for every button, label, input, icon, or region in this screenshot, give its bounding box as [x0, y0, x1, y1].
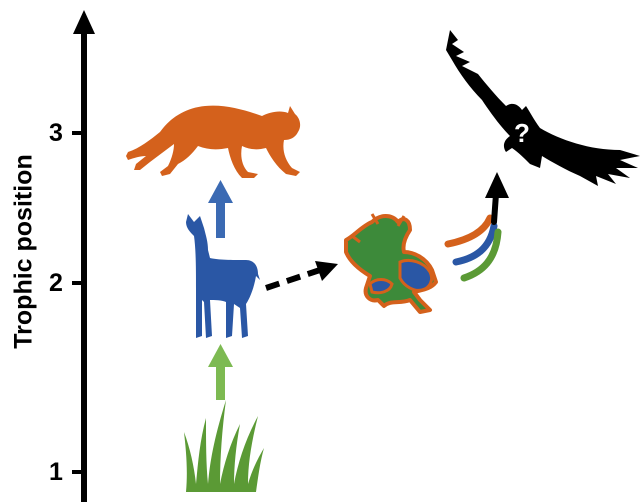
arrow-llama-to-puma: [208, 180, 233, 238]
puma-icon: [126, 106, 300, 178]
y-axis-title: Trophic position: [4, 0, 44, 502]
condor-icon: [446, 30, 640, 186]
tick-label-3: 3: [44, 119, 68, 148]
arrow-llama-to-carcass: [266, 261, 338, 288]
arrow-grass-to-llama: [208, 344, 233, 400]
grass-icon: [184, 400, 264, 492]
y-axis: [72, 10, 95, 502]
axis-arrowhead: [73, 10, 95, 34]
tick-label-1: 1: [44, 458, 68, 487]
condor-question-mark: ?: [514, 118, 530, 148]
carcass-to-condor-curves: [448, 172, 509, 278]
y-axis-title-text: Trophic position: [10, 154, 39, 348]
tick-label-2: 2: [44, 269, 68, 298]
carcass-icon: [346, 214, 436, 312]
